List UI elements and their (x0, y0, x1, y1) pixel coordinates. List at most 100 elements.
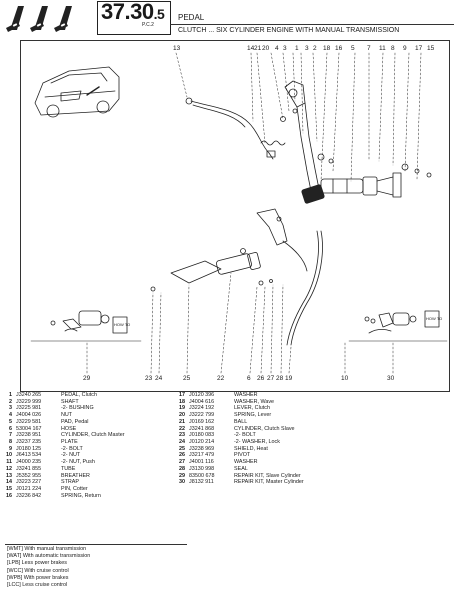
part-number: J3237 235 (16, 439, 42, 446)
part-description: REPAIR KIT, Slave Cylinder (234, 472, 301, 479)
kit-note-plate-left: HOW TO (114, 322, 131, 327)
part-ref-number: 5 (9, 418, 12, 425)
part-ref-number: 18 (179, 398, 185, 405)
legend-item: [WAT] With automatic transmission (7, 553, 91, 560)
parts-list-row: 17 J0120 396 WASHER (176, 392, 304, 399)
legend-item: [LCC] Less cruise control (7, 582, 68, 589)
callout-29: 29 (83, 375, 91, 382)
parts-list-row: 19 J3224 192 LEVER, Clutch (176, 405, 304, 412)
legend-item: [WCC] With cruise control (7, 567, 69, 574)
part-number: J3238 951 (16, 432, 42, 439)
part-description: WASHER, Wave (234, 398, 275, 405)
part-number: J3229 581 (16, 418, 42, 425)
callout-2: 2 (313, 45, 317, 52)
callout-18: 18 (323, 45, 331, 52)
callout-27: 27 (267, 375, 275, 382)
callout-22: 22 (217, 375, 225, 382)
part-ref-number: 21 (179, 418, 185, 425)
part-description: PIVOT (234, 452, 251, 459)
part-description: PIN, Cotter (61, 486, 88, 493)
callout-14: 14 (247, 45, 255, 52)
part-description: PAD, Pedal (61, 418, 89, 425)
part-number: J4001 116 (189, 459, 214, 466)
callout-20: 20 (262, 45, 270, 52)
callout-11: 11 (379, 45, 386, 52)
part-ref-number: 1 (9, 392, 12, 398)
part-number: J3222 799 (189, 412, 215, 419)
page-number-sub: .5 (153, 6, 165, 22)
part-number: J4004 616 (189, 398, 215, 405)
kit-note-plate-right: HOW TO (426, 316, 443, 321)
part-ref-number: 16 (6, 492, 12, 499)
part-description: LEVER, Clutch (234, 405, 270, 412)
part-ref-number: 6 (9, 425, 12, 432)
callout-3b: 3 (305, 45, 309, 52)
part-number: J0120 214 (189, 439, 215, 446)
callout-4: 4 (275, 45, 279, 52)
callout-8: 8 (391, 45, 395, 52)
callout-3a: 3 (283, 45, 287, 52)
part-ref-number: 4 (9, 412, 12, 419)
part-description: PEDAL, Clutch (61, 392, 97, 398)
part-description: SHIELD, Heat (234, 445, 268, 452)
callout-17: 17 (415, 45, 423, 52)
exploded-parts-diagram: 13 14 21 20 4 3 1 3 2 18 16 5 7 11 8 9 1… (20, 40, 450, 392)
part-description: WASHER (234, 459, 258, 466)
part-description: -2- BOLT (234, 432, 256, 439)
pedal-set-thumbnail (4, 2, 90, 32)
part-ref-number: 8 (9, 439, 12, 446)
part-ref-number: 17 (179, 392, 185, 398)
part-description: WASHER (234, 392, 258, 398)
title-divider (170, 24, 454, 25)
part-number: J3224 192 (189, 405, 215, 412)
part-ref-number: 11 (6, 459, 12, 466)
legend-divider (5, 544, 187, 545)
callout-21: 21 (254, 45, 262, 52)
callout-5: 5 (351, 45, 355, 52)
callout-6: 6 (247, 375, 251, 382)
callout-25: 25 (183, 375, 191, 382)
diagram-subtitle: CLUTCH ... SIX CYLINDER ENGINE WITH MANU… (178, 27, 400, 34)
part-ref-number: 13 (6, 472, 12, 479)
part-number: J0120 396 (189, 392, 215, 398)
parts-list-row: 5 J3229 581 PAD, Pedal (3, 419, 125, 426)
part-ref-number: 19 (179, 405, 185, 412)
parts-list-row: 18 J4004 616 WASHER, Wave (176, 399, 304, 406)
part-ref-number: 25 (179, 445, 185, 452)
callout-26: 26 (257, 375, 265, 382)
part-ref-number: 2 (9, 398, 12, 405)
part-number: 53004 167 (16, 425, 42, 432)
slave-cylinder-drawing (150, 248, 273, 292)
part-description: -2- NUT (61, 452, 81, 459)
callout-30: 30 (387, 375, 395, 382)
part-description: SPRING, Return (61, 492, 101, 499)
part-description: REPAIR KIT, Master Cylinder (234, 479, 304, 486)
legend-item: [LPB] Less power brakes (7, 560, 67, 567)
part-ref-number: 14 (6, 479, 12, 486)
part-description: SHAFT (61, 398, 79, 405)
part-number: J3229 999 (16, 398, 42, 405)
part-number: J3241 855 (16, 465, 42, 472)
part-number: J3223 227 (16, 479, 42, 486)
part-description: NUT (61, 412, 73, 419)
